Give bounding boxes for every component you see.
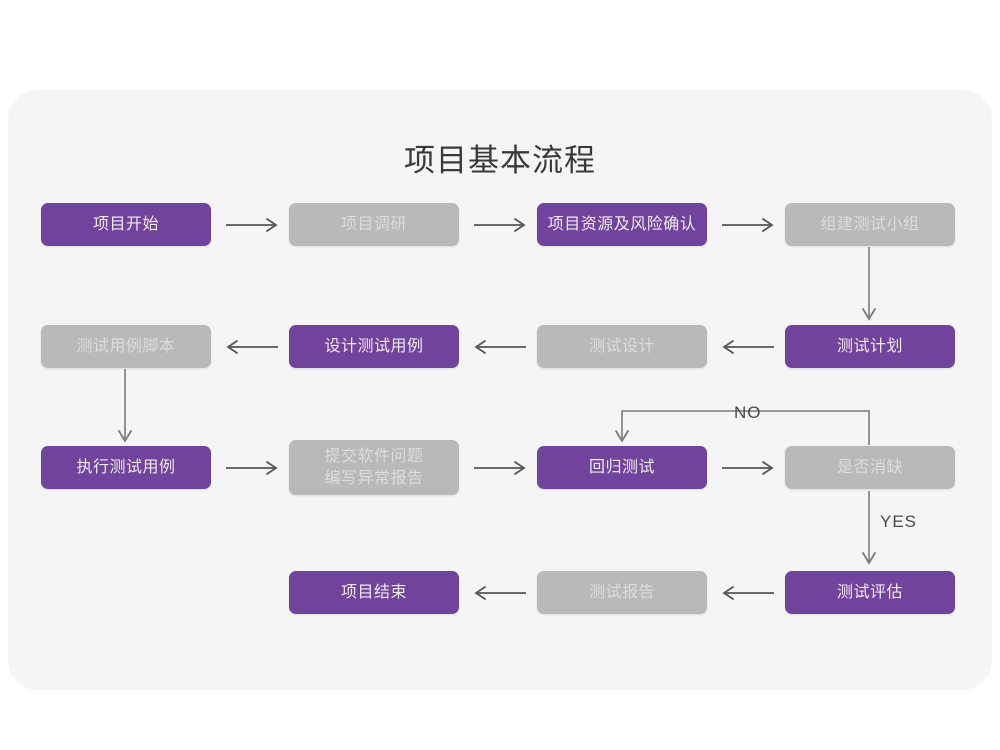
edge-n8-n7	[722, 340, 774, 354]
node-test-evaluation[interactable]: 测试评估	[785, 571, 955, 614]
node-execute-test-case[interactable]: 执行测试用例	[41, 446, 211, 489]
node-test-report[interactable]: 测试报告	[537, 571, 707, 614]
edge-n7-n6	[474, 340, 526, 354]
node-resource-risk-confirm[interactable]: 项目资源及风险确认	[537, 203, 707, 246]
node-design-test-case[interactable]: 设计测试用例	[289, 325, 459, 368]
edge-n6-n5	[226, 340, 278, 354]
node-submit-defect-report[interactable]: 提交软件问题 编写异常报告	[289, 440, 459, 495]
edge-n2-n3	[474, 218, 526, 232]
edge-n5-n9	[118, 369, 132, 443]
node-project-research[interactable]: 项目调研	[289, 203, 459, 246]
edge-n4-n8	[862, 247, 876, 321]
node-project-start[interactable]: 项目开始	[41, 203, 211, 246]
node-test-plan[interactable]: 测试计划	[785, 325, 955, 368]
node-project-end[interactable]: 项目结束	[289, 571, 459, 614]
node-test-case-script[interactable]: 测试用例脚本	[41, 325, 211, 368]
edge-n1-n2	[226, 218, 278, 232]
flowchart-card: 项目基本流程	[8, 90, 992, 690]
edge-n9-n10	[226, 461, 278, 475]
edge-label-yes: YES	[880, 512, 918, 531]
node-regression-test[interactable]: 回归测试	[537, 446, 707, 489]
edge-label-no: NO	[734, 403, 762, 422]
node-defect-cleared-decision[interactable]: 是否消缺	[785, 446, 955, 489]
node-test-design[interactable]: 测试设计	[537, 325, 707, 368]
edge-n15-n14	[722, 586, 774, 600]
edge-n11-n12	[722, 461, 774, 475]
edge-n3-n4	[722, 218, 774, 232]
edge-n14-n13	[474, 586, 526, 600]
edge-n10-n11	[474, 461, 526, 475]
node-form-test-team[interactable]: 组建测试小组	[785, 203, 955, 246]
edge-n12-n15-yes	[862, 491, 876, 565]
page-title: 项目基本流程	[404, 143, 596, 178]
